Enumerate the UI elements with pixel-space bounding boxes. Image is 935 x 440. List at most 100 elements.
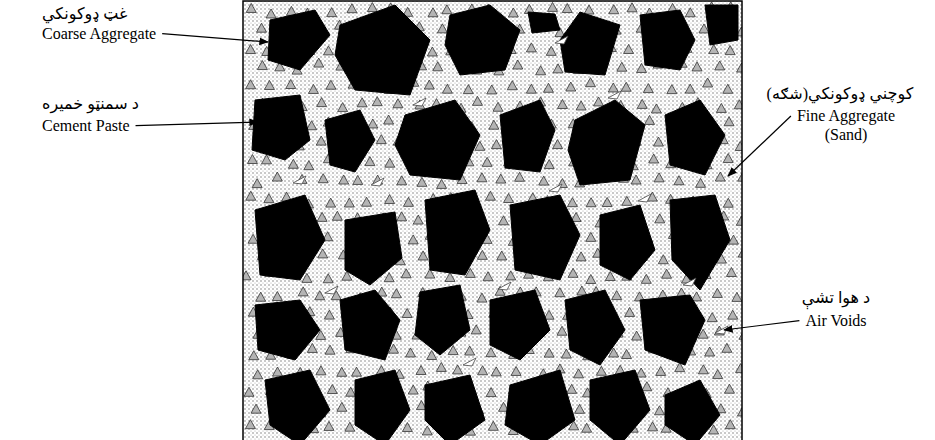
sand-grain [406,348,416,357]
sand-grain [393,99,403,108]
sand-grain [273,367,283,376]
sand-grain [471,325,481,334]
cement-paste-ground [243,1,742,440]
sand-grain [709,45,719,54]
coarse-stone [665,380,720,440]
sand-grain [715,61,725,70]
sand-grain [576,101,586,110]
sand-grain [544,160,554,169]
sand-grain [262,155,272,164]
sand-grain [667,85,677,94]
sand-grain [264,80,274,89]
sand-grain [246,3,256,12]
coarse-stone [345,212,402,285]
sand-grain [506,271,516,280]
sand-grain [553,64,563,73]
sand-grain [651,104,661,113]
sand-grain [594,97,604,106]
sand-grain [308,84,318,93]
sand-grain [642,382,652,391]
coarse-stone [590,370,650,440]
sand-grain [712,288,722,297]
sand-grain [324,310,334,319]
coarse-stone [355,370,410,440]
sand-grain [326,80,336,89]
leader-arrow [162,34,268,42]
sand-grain [367,3,377,12]
air-void [325,286,338,294]
sand-grain [723,84,733,93]
sand-grain [498,216,508,225]
air-void [463,358,476,366]
sand-grain [698,365,708,374]
pashto-label: غټ ډوکونکي [42,4,127,23]
sand-grain [621,82,631,91]
sand-grain [251,404,261,413]
sand-grain [272,292,282,301]
leader-arrow [724,321,799,330]
sand-grain [658,255,668,264]
sand-grain [725,420,735,429]
sand-grain [576,252,586,261]
sand-grain [584,5,594,14]
sand-grain [327,8,337,17]
sand-grain [507,81,517,90]
sand-grain [493,102,503,111]
coarse-stone [340,290,400,360]
sand-grain [504,194,514,203]
sand-grain [416,365,426,374]
sand-grain [327,385,337,394]
sand-grain [622,349,632,358]
sand-grain [713,370,723,379]
sand-grain [736,364,742,373]
air-void-layer [293,36,728,366]
sand-grain [326,198,336,207]
sand-grain [486,388,496,397]
sand-grain [737,63,742,72]
sand-grain [437,24,447,33]
sand-grain [427,47,437,56]
sand-grain [705,347,715,356]
air-void [555,36,568,44]
air-void [371,178,384,186]
sand-grain [362,197,372,206]
sand-grain [692,62,702,71]
sand-grain [567,198,577,207]
air-void [683,278,696,286]
sand-grain [442,84,452,93]
sand-grain [397,176,407,185]
sand-grain [465,346,475,355]
sand-grain [536,66,546,75]
sand-grain [332,211,342,220]
sand-grain [544,348,554,357]
pashto-label: د هوا تشې [788,288,884,307]
sand-grain [384,273,394,282]
english-label: Coarse Aggregate [42,24,156,43]
sand-grain [696,178,706,187]
sand-grain [482,157,492,166]
sand-grain [649,154,659,163]
sand-grain [307,121,317,130]
sand-grain [253,370,263,379]
coarse-stone [395,100,480,180]
sand-grain [318,249,328,258]
sand-grain [566,82,576,91]
sand-grain [488,421,498,430]
coarse-stone [665,100,725,175]
coarse-stone [560,12,620,75]
section-border [243,1,742,440]
sand-grain [562,4,572,13]
sand-grain [317,98,327,107]
sand-grain [477,173,487,182]
sand-grain [734,100,742,109]
sand-grain [417,177,427,186]
coarse-stone [528,12,560,33]
sand-grain [257,61,267,70]
sand-grain [643,84,653,93]
sand-grain [397,212,407,221]
coarse-aggregate-layer [252,5,738,440]
sand-grain [582,423,592,432]
sand-grain [723,198,733,207]
